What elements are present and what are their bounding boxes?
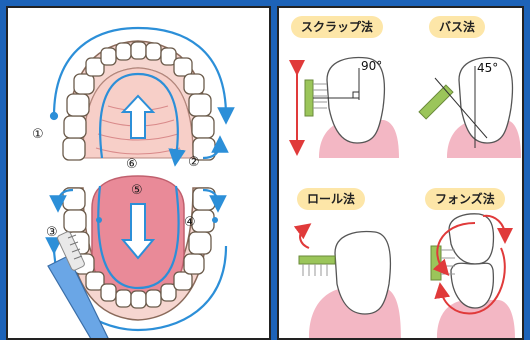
methods-illustration: 90° 45°	[279, 8, 522, 338]
step-label-6: ⑥	[126, 157, 138, 172]
step-label-2: ②	[188, 155, 200, 170]
step-label-5: ⑤	[131, 183, 143, 198]
scrub-angle: 90°	[361, 59, 382, 73]
fones-method	[431, 214, 515, 338]
bass-angle: 45°	[477, 61, 498, 75]
step-label-4: ④	[184, 215, 196, 230]
mouth-diagram-panel: ① ② ③ ④ ⑤ ⑥	[6, 6, 271, 340]
bass-method: 45°	[419, 58, 521, 158]
scrub-method: 90°	[297, 58, 399, 158]
brushing-methods-panel: スクラップ法 バス法 ロール法 フォンズ法 90°	[277, 6, 524, 340]
step-label-1: ①	[32, 127, 44, 142]
step-label-3: ③	[46, 225, 58, 240]
roll-method	[299, 228, 401, 338]
mouth-diagram: ① ② ③ ④ ⑤ ⑥	[8, 8, 269, 338]
